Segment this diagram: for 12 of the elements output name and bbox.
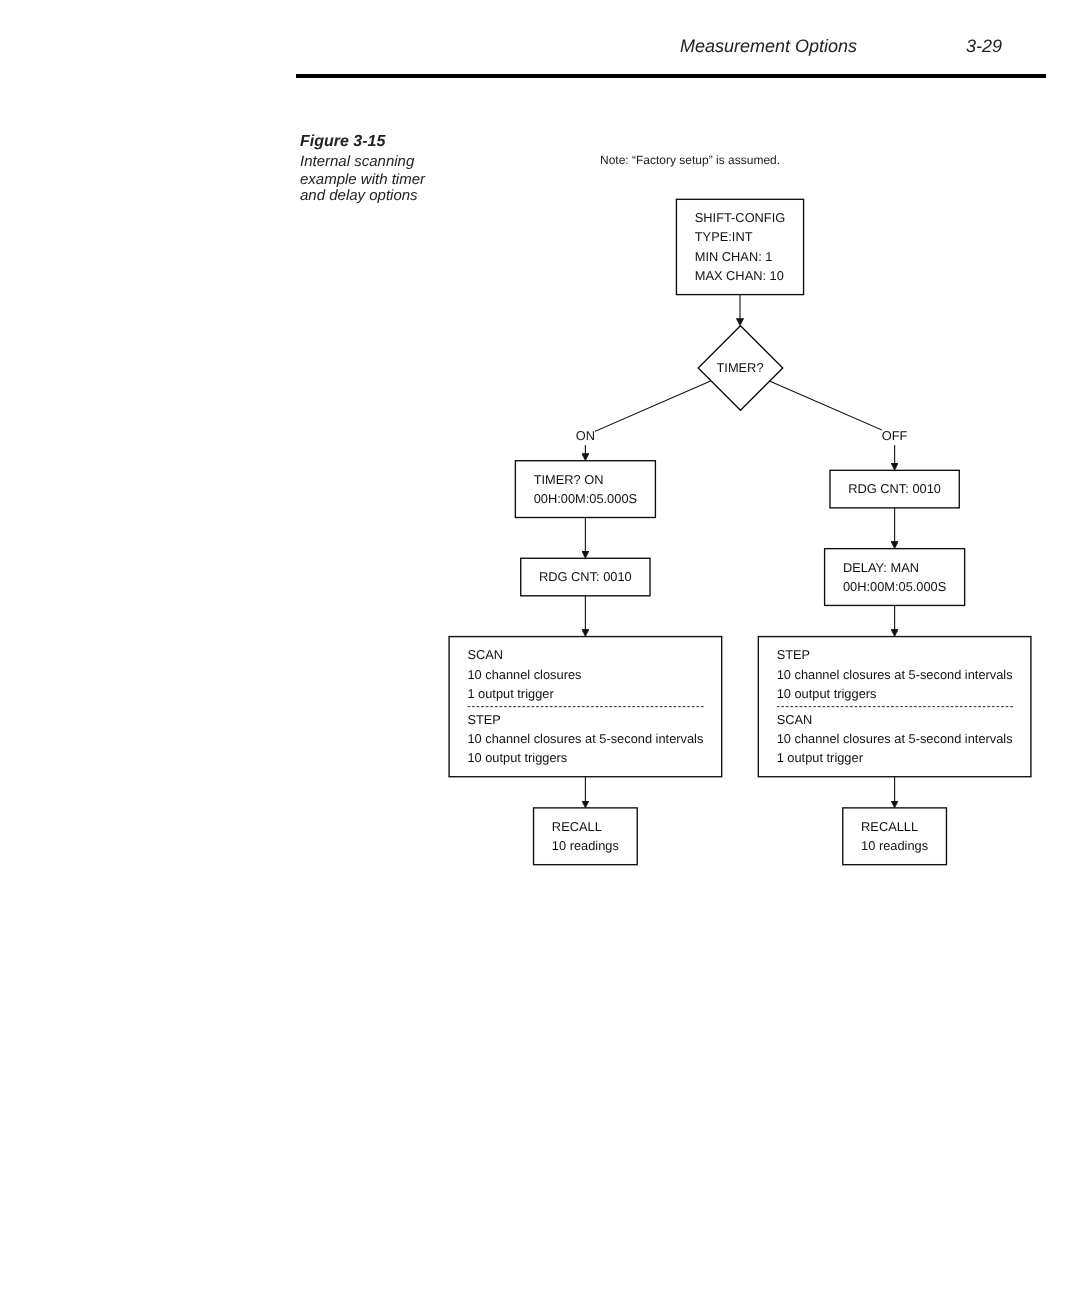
arrow xyxy=(581,380,712,462)
page-number: 3-29 xyxy=(966,36,1003,56)
arrow xyxy=(890,604,899,637)
figure-number: Figure 3-15 xyxy=(300,132,388,150)
arrow xyxy=(581,776,590,809)
arrow xyxy=(581,595,590,637)
arrow xyxy=(768,380,899,471)
arrow xyxy=(890,507,899,549)
arrow xyxy=(735,294,745,327)
arrow xyxy=(581,516,590,559)
arrow xyxy=(890,776,899,809)
header-title: Measurement Options xyxy=(680,36,858,56)
